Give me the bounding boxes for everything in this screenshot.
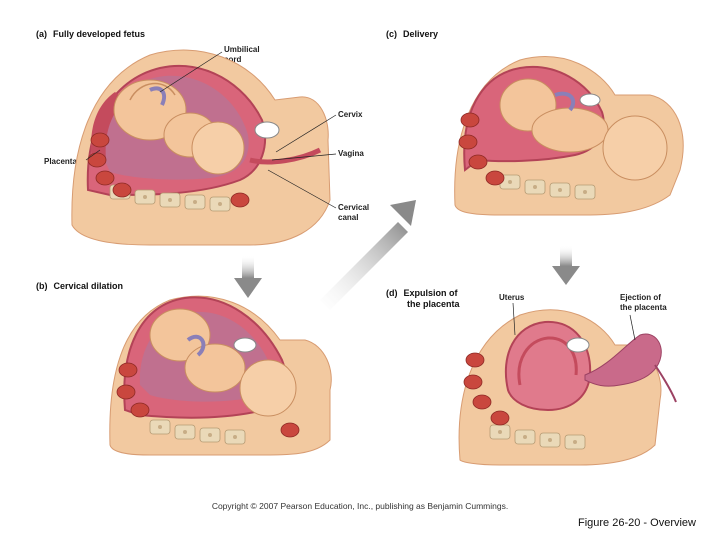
illustration-canvas [0, 0, 720, 500]
panel-a-illustration [72, 50, 336, 245]
copyright-notice: Copyright © 2007 Pearson Education, Inc.… [0, 501, 720, 511]
figure-caption: Figure 26-20 - Overview [578, 517, 696, 529]
down-arrow-icon [552, 246, 580, 285]
down-arrow-icon [234, 256, 262, 298]
panel-b-illustration [110, 296, 331, 455]
panel-d-illustration [459, 303, 676, 465]
panel-c-illustration [455, 57, 683, 215]
diagonal-arrow-icon [320, 200, 416, 310]
